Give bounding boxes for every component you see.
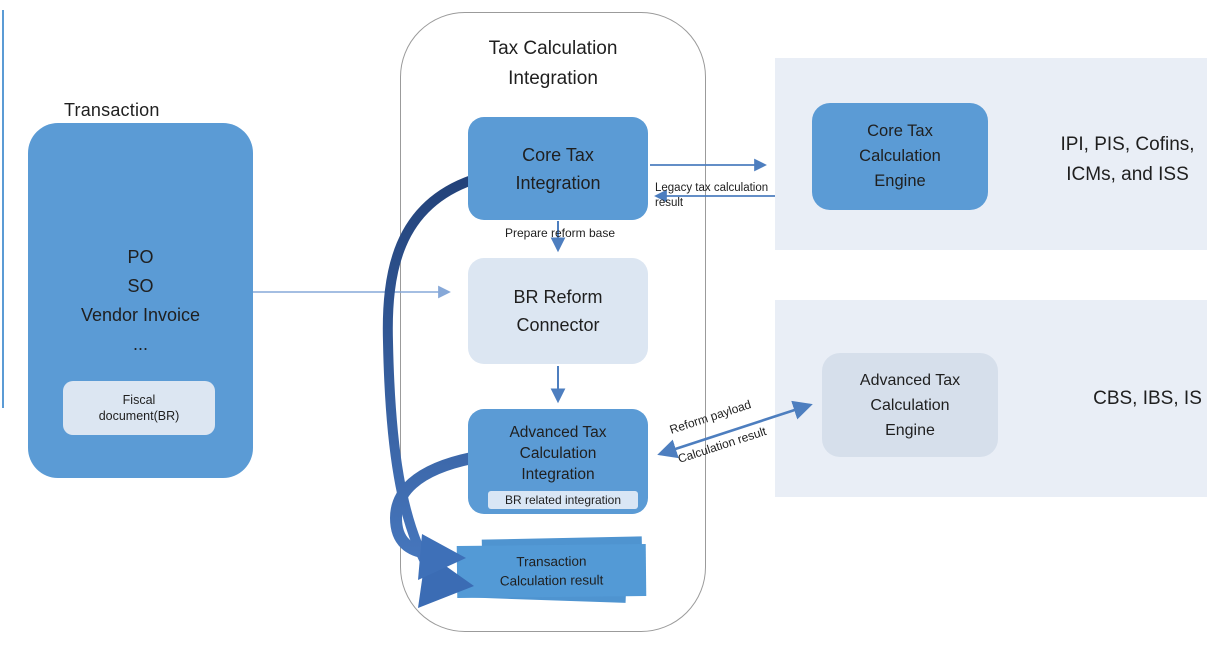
tax-calculation-integration-title: Tax Calculation Integration xyxy=(430,34,676,94)
fiscal-document-line2: document(BR) xyxy=(98,409,180,423)
legacy-label-line2: result xyxy=(655,197,684,209)
br-reform-connector-line1: BR Reform xyxy=(513,287,603,307)
legacy-taxes-line2: ICMs, and ISS xyxy=(1066,164,1189,185)
advanced-engine-line2: Calculation xyxy=(870,396,950,414)
mid-title-line2: Integration xyxy=(508,68,598,89)
transaction-title: Transaction xyxy=(64,100,160,120)
advanced-tax-integration-line1: Advanced Tax xyxy=(509,424,607,441)
legacy-tax-result-label: Legacy tax calculation result xyxy=(655,181,785,211)
advanced-tax-integration-line2: Calculation xyxy=(519,445,597,462)
br-reform-connector-node: BR Reform Connector xyxy=(468,258,648,364)
advanced-engine-line1: Advanced Tax xyxy=(859,371,961,389)
legacy-taxes-line1: IPI, PIS, Cofins, xyxy=(1060,134,1195,155)
advanced-tax-integration-line3: Integration xyxy=(521,466,595,483)
br-related-integration-badge: BR related integration xyxy=(488,491,638,509)
legacy-taxes-label: IPI, PIS, Cofins, ICMs, and ISS xyxy=(1040,130,1215,190)
transaction-item-po: PO xyxy=(127,247,154,267)
core-engine-line3: Engine xyxy=(874,172,926,190)
result-line1: Transaction xyxy=(516,553,587,570)
reform-taxes-label: CBS, IBS, IS xyxy=(1093,388,1202,409)
mid-title-line1: Tax Calculation xyxy=(488,38,618,59)
fiscal-document-line1: Fiscal xyxy=(122,393,156,407)
br-reform-connector-line2: Connector xyxy=(516,315,600,335)
core-tax-integration-line1: Core Tax xyxy=(522,144,594,165)
fiscal-document-box: Fiscal document(BR) xyxy=(63,381,215,435)
transaction-item-vendor-invoice: Vendor Invoice xyxy=(80,305,201,325)
core-tax-integration-line2: Integration xyxy=(515,172,601,193)
slide-edge-accent xyxy=(2,10,4,408)
transaction-item-so: SO xyxy=(127,276,154,296)
legacy-label-line1: Legacy tax calculation xyxy=(655,182,769,194)
core-tax-calculation-engine-node: Core Tax Calculation Engine xyxy=(812,103,988,210)
advanced-engine-line3: Engine xyxy=(885,421,935,439)
prepare-reform-base-label: Prepare reform base xyxy=(504,226,616,240)
core-tax-integration-node: Core Tax Integration xyxy=(468,117,648,220)
transaction-calculation-result-shape: Transaction Calculation result xyxy=(456,544,647,598)
core-engine-line2: Calculation xyxy=(859,147,941,165)
transaction-item-list: PO SO Vendor Invoice ... xyxy=(28,243,253,359)
advanced-tax-calculation-engine-node: Advanced Tax Calculation Engine xyxy=(822,353,998,457)
result-line2: Calculation result xyxy=(499,572,604,589)
transaction-item-ellipsis: ... xyxy=(132,334,148,354)
core-engine-line1: Core Tax xyxy=(867,122,933,140)
